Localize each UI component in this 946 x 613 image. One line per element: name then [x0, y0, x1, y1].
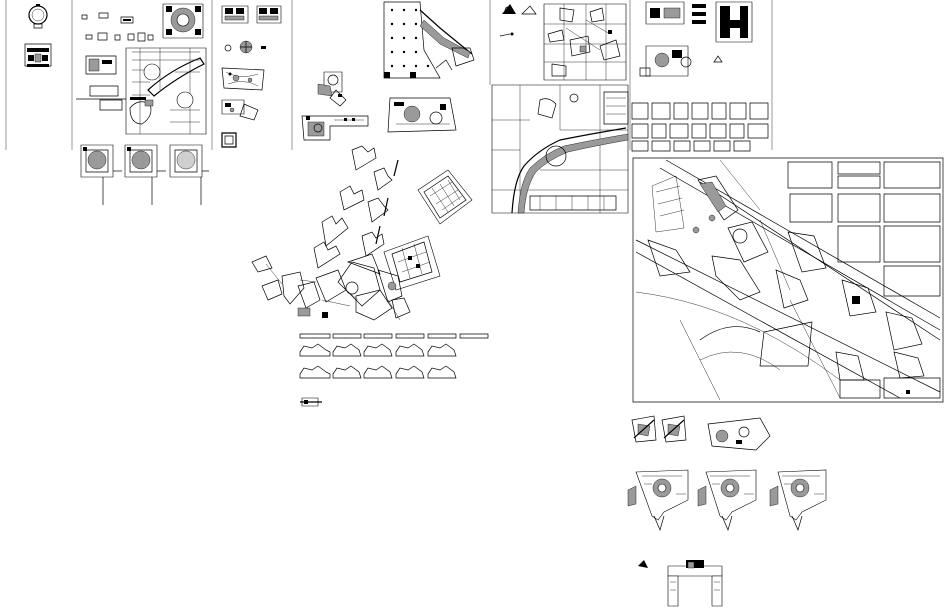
- long-elevation-plan: [302, 116, 368, 140]
- floor-plan-3: [170, 145, 209, 205]
- panel-city-fabric-and-river: [492, 4, 628, 213]
- elevation-pair-1: [222, 6, 248, 23]
- mini-site-1: [632, 416, 656, 442]
- floor-plan-1: [81, 145, 122, 205]
- block-grid: [632, 103, 768, 151]
- complex-plan: [640, 46, 722, 76]
- city-blocks-right: [788, 162, 940, 398]
- site-plan-large-2: [698, 470, 756, 530]
- mini-complex: [708, 418, 770, 450]
- vehicle-symbol: [300, 398, 322, 406]
- fragment-chain: [252, 254, 410, 320]
- diagonal-boulevard: [636, 160, 940, 400]
- diagonal-buildings: [648, 176, 924, 394]
- entry-plan: [318, 72, 346, 106]
- park-shape: [700, 322, 812, 366]
- lower-right-plans: [628, 416, 826, 606]
- site-plan: [76, 48, 206, 134]
- panel-rotunda-plans: [25, 4, 51, 67]
- block-elevations: [646, 2, 752, 42]
- detail-plan: [222, 100, 258, 120]
- rotated-grid-building-1: [418, 170, 472, 224]
- fragmented-composition: [252, 146, 488, 406]
- column-dots: [390, 8, 430, 68]
- small-floor-plan: [86, 56, 116, 74]
- wall-panels-rotated: [314, 146, 398, 268]
- site-plan-large-1: [628, 470, 688, 530]
- site-plan-large-3: [770, 470, 826, 530]
- campus-plan: [388, 98, 456, 132]
- pavilion-plan: [163, 4, 203, 38]
- gate-structure: [638, 560, 722, 606]
- panel-urban-blocks: [632, 2, 768, 151]
- river-map: [492, 85, 628, 213]
- fragment-grid-plan: [544, 4, 626, 80]
- wall-elevation-strips: [300, 334, 488, 378]
- elevation-pair-2: [257, 6, 281, 23]
- landscape-plan: [222, 68, 264, 90]
- map-frame: [633, 158, 943, 402]
- rotunda-plan: [29, 4, 47, 28]
- panel-site-plan-and-floor-plans: [76, 4, 209, 205]
- panel-large-urban-map: [633, 158, 943, 402]
- floor-plan-2: [125, 145, 166, 205]
- building-elevation: [25, 44, 51, 67]
- small-icons: [500, 4, 536, 36]
- square-detail: [222, 133, 236, 147]
- column-grid-plan: [384, 2, 474, 78]
- detail-symbols: [225, 41, 266, 53]
- mini-site-2: [662, 416, 686, 442]
- small-sketches: [82, 13, 153, 41]
- panel-building-complex-plans: [302, 2, 474, 140]
- panel-detail-sheets: [222, 6, 281, 147]
- panel-dividers: [6, 0, 772, 150]
